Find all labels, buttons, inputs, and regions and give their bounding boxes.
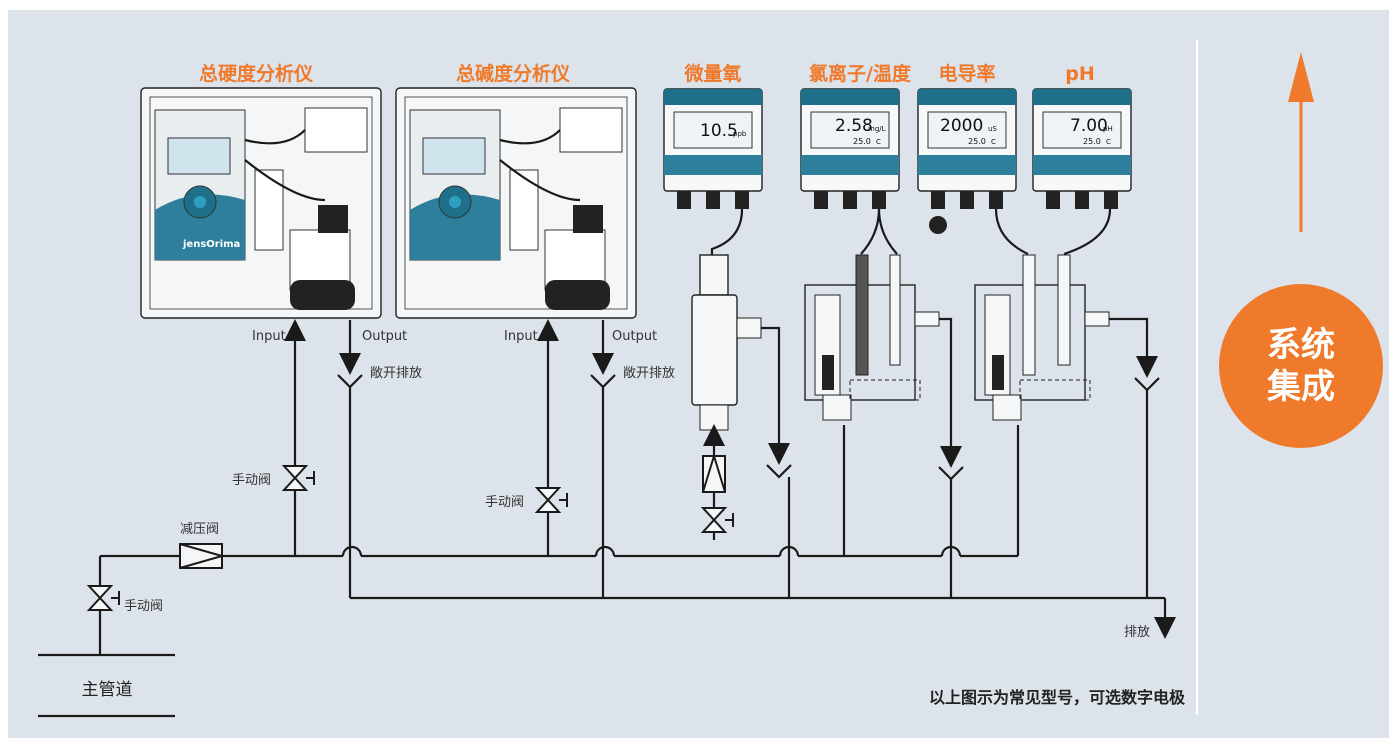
system-integration-badge: 系统 集成 <box>1219 284 1383 448</box>
drain-label-1: 敞开排放 <box>370 365 422 381</box>
title-chloride: 氯离子/温度 <box>809 62 912 85</box>
valve-icon <box>534 487 562 513</box>
input-label-2: Input <box>504 329 538 344</box>
meter-conductivity: 2000 uS 25.0 C <box>917 88 1017 192</box>
brand-label: jensOrima <box>182 239 240 250</box>
drain-label-2: 敞开排放 <box>623 365 675 381</box>
valve-icon <box>281 465 309 491</box>
flow-cell-ph <box>974 254 1110 421</box>
cable-glands <box>677 191 1118 234</box>
oxygen-value: 10.5 <box>700 121 738 141</box>
flow-cell-chloride <box>804 254 940 421</box>
title-hardness: 总硬度分析仪 <box>199 62 314 85</box>
valves <box>86 452 734 611</box>
conductivity-value: 2000 <box>940 116 983 136</box>
oxygen-unit: ppb <box>733 130 747 138</box>
piping <box>38 317 1176 718</box>
up-arrow-icon <box>1288 52 1314 232</box>
meter-ph: 7.00 pH 25.0 C <box>1032 88 1132 192</box>
oxygen-sensor-housing <box>691 254 762 431</box>
chloride-unit: mg/L <box>868 125 886 133</box>
valve-icon <box>86 585 114 611</box>
alkalinity-analyzer <box>395 87 637 319</box>
output-label-2: Output <box>612 329 657 344</box>
ph-temp-unit: C <box>1106 138 1111 146</box>
drain-main-label: 排放 <box>1124 625 1150 640</box>
ph-value: 7.00 <box>1070 116 1108 136</box>
title-conductivity: 电导率 <box>938 62 995 85</box>
ph-unit: pH <box>1103 125 1113 133</box>
valve-label-2: 手动阀 <box>485 495 524 510</box>
meter-oxygen: 10.5 ppb <box>663 88 763 192</box>
conductivity-temp: 25.0 <box>968 137 986 146</box>
valve-icon <box>700 507 728 533</box>
footnote: 以上图示为常见型号，可选数字电极 <box>929 688 1186 707</box>
hardness-analyzer: jensOrima <box>140 87 382 319</box>
chloride-temp-unit: C <box>876 138 881 146</box>
output-label-1: Output <box>362 329 407 344</box>
title-oxygen: 微量氧 <box>683 62 741 85</box>
reducer-valve-icon <box>179 543 223 569</box>
valve-label-3: 手动阀 <box>124 599 163 614</box>
conductivity-unit: uS <box>988 125 997 133</box>
chloride-temp: 25.0 <box>853 137 871 146</box>
badge-line2: 集成 <box>1266 367 1335 407</box>
valve-label-1: 手动阀 <box>232 473 271 488</box>
chloride-value: 2.58 <box>835 116 873 136</box>
title-ph: pH <box>1065 63 1095 85</box>
badge-line1: 系统 <box>1267 325 1335 365</box>
conductivity-temp-unit: C <box>991 138 996 146</box>
input-label-1: Input <box>252 329 286 344</box>
meter-chloride: 2.58 mg/L 25.0 C <box>800 88 900 192</box>
ph-temp: 25.0 <box>1083 137 1101 146</box>
title-alkalinity: 总碱度分析仪 <box>456 62 571 85</box>
main-pipe-label: 主管道 <box>82 680 133 700</box>
reducer-label: 减压阀 <box>180 522 219 537</box>
